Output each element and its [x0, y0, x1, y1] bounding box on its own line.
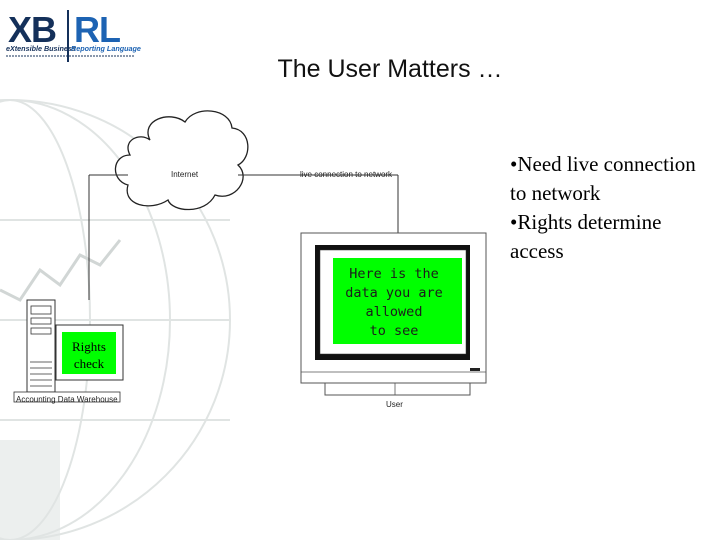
internet-cloud [115, 111, 247, 210]
bullet-item: •Need live connection to network [510, 150, 715, 208]
live-connection-label: live connection to network [300, 170, 392, 179]
accounting-data-warehouse-label: Accounting Data Warehouse [16, 395, 118, 404]
internet-label: Internet [171, 170, 198, 179]
logo-tagline-left: eXtensible Business [6, 44, 76, 53]
slide-title: The User Matters … [0, 55, 720, 84]
bullet-item: •Rights determine access [510, 208, 715, 266]
bullet-list: •Need live connection to network •Rights… [510, 150, 715, 266]
user-label: User [386, 400, 403, 409]
screen-message: Here is the data you are allowed to see [333, 265, 455, 341]
rights-check-label: Rights check [63, 338, 115, 372]
logo-tagline-right: Reporting Language [71, 44, 141, 53]
